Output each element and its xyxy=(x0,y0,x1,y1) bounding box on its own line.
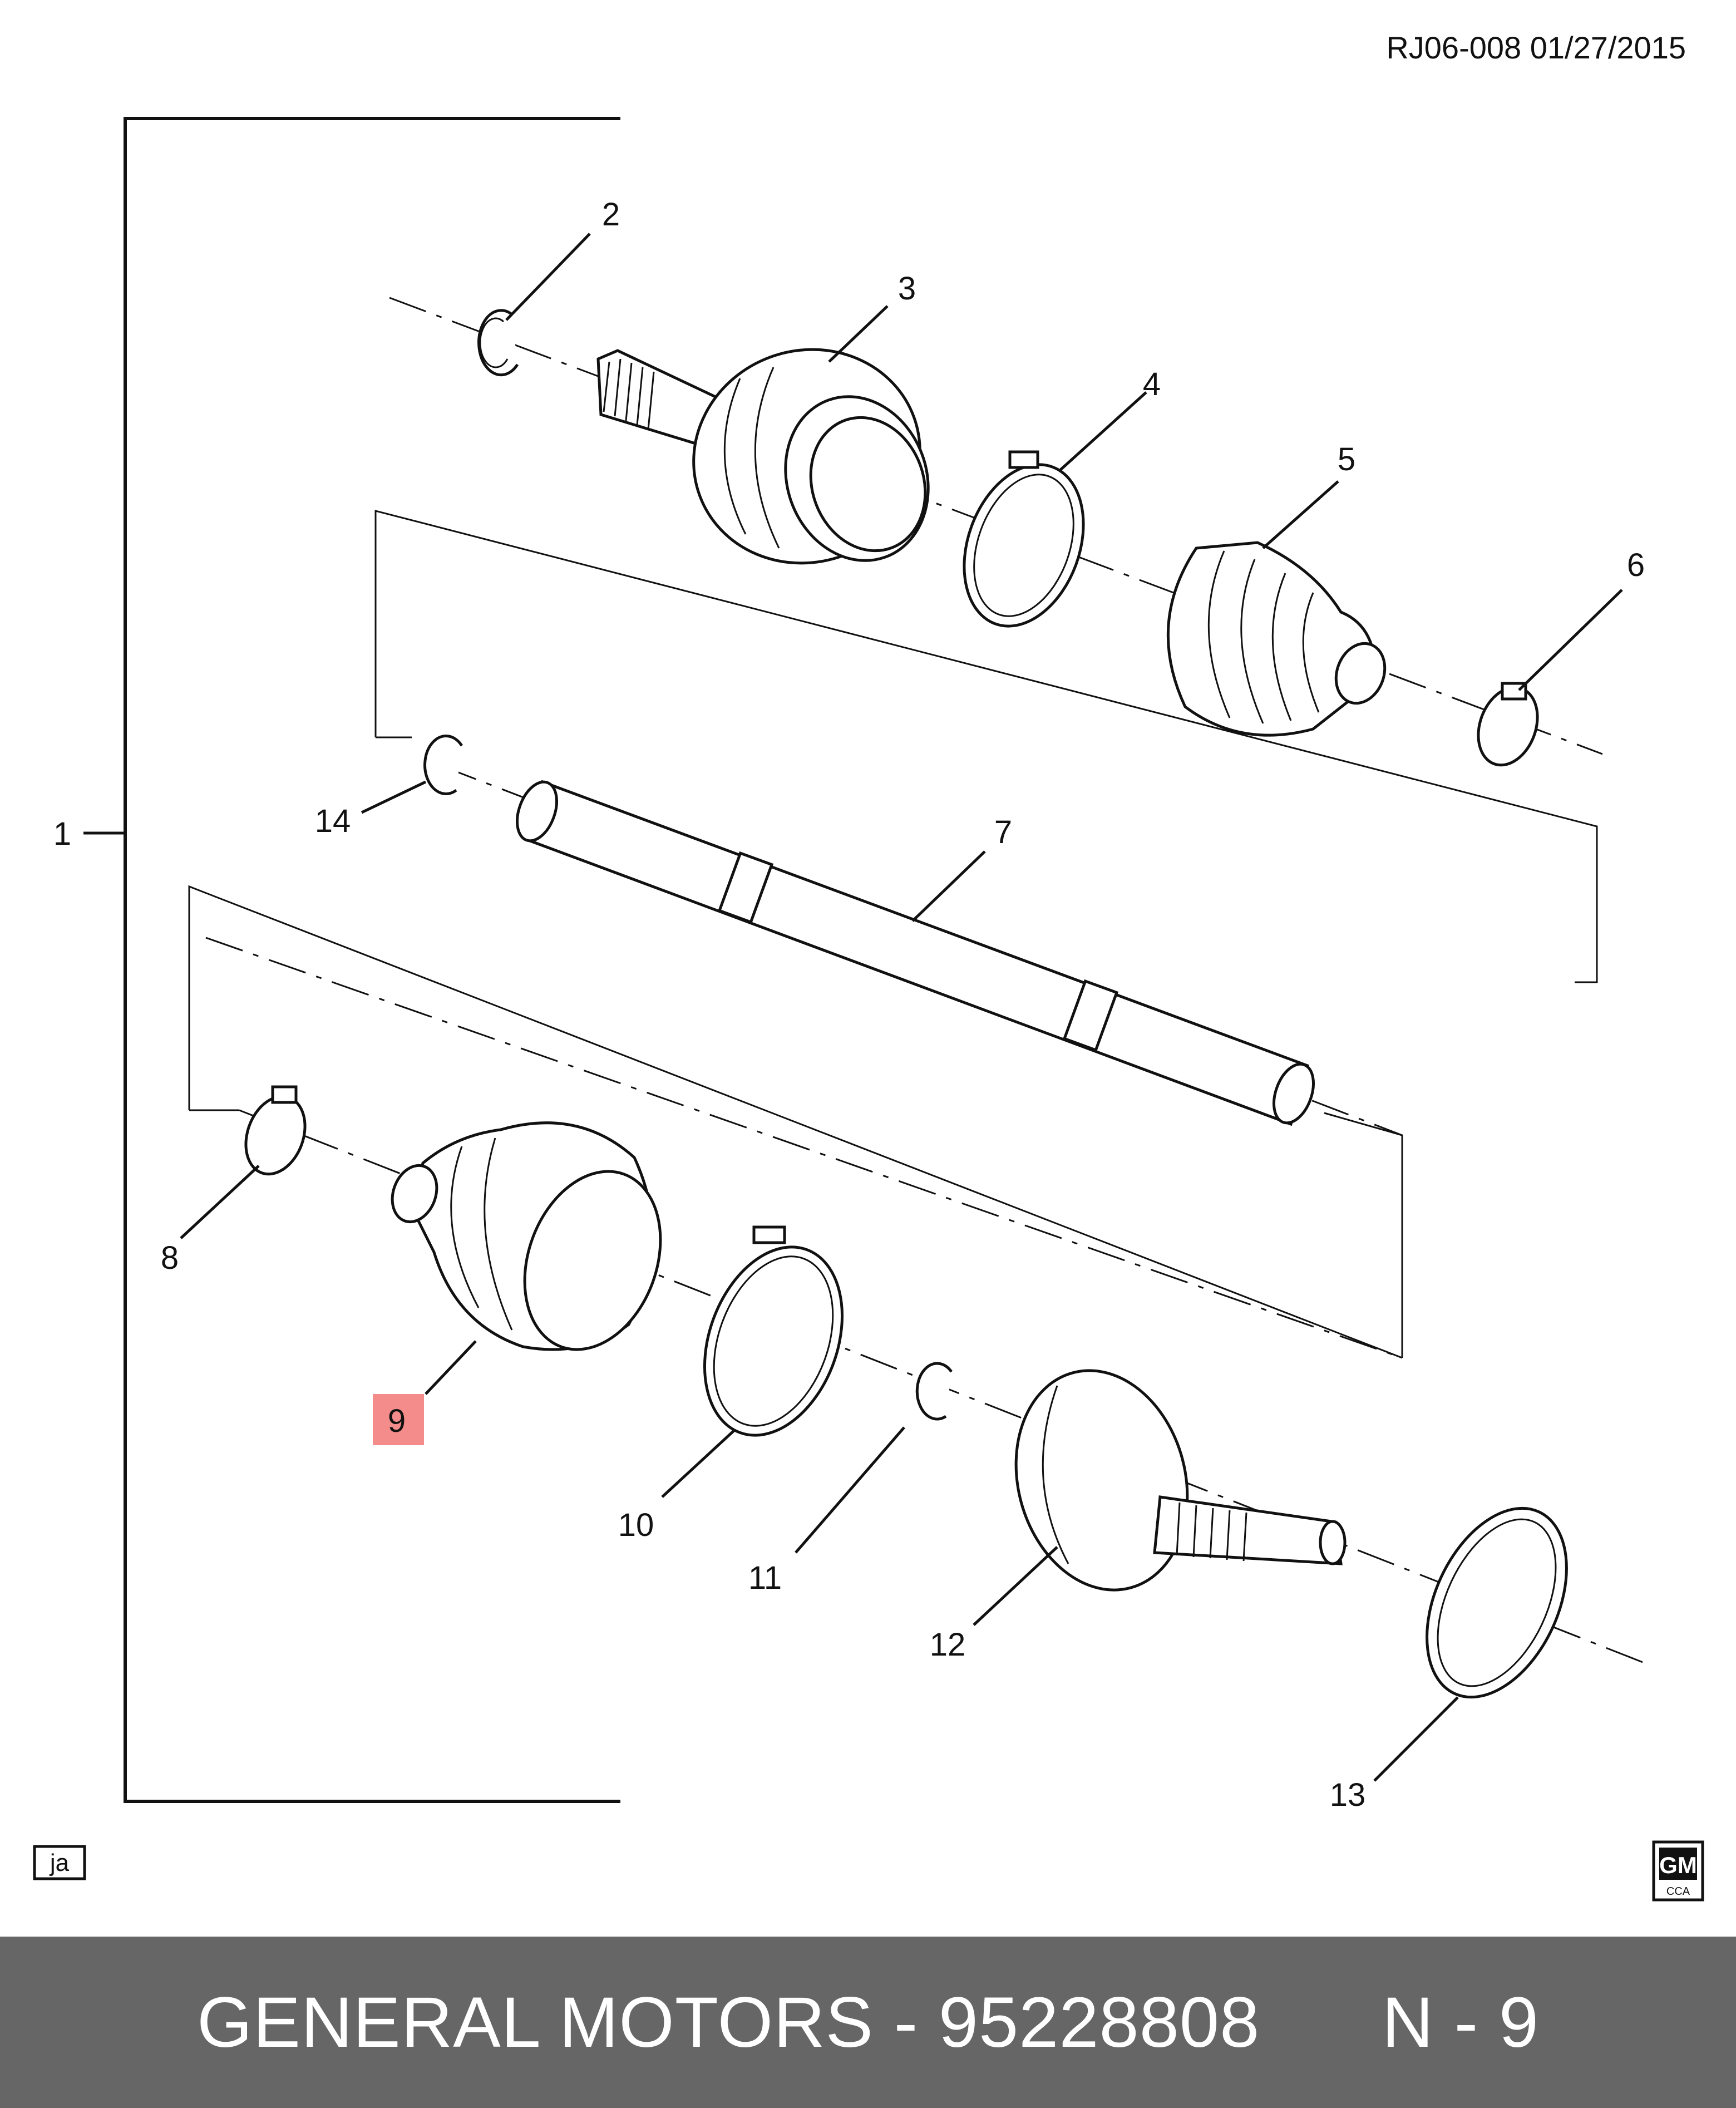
callout-labels: 1 2 3 4 5 6 7 8 9 10 11 12 13 14 xyxy=(53,196,1645,1813)
part-5-inner-boot xyxy=(1166,541,1387,737)
callout-13: 13 xyxy=(1330,1777,1366,1813)
part-2-snap-ring xyxy=(477,309,519,377)
gm-logo: GM CCA xyxy=(1652,1840,1704,1902)
callout-14: 14 xyxy=(315,803,351,839)
callout-6: 6 xyxy=(1627,547,1645,583)
group-frame-upper xyxy=(374,510,1598,983)
part-9-outer-boot xyxy=(391,1121,662,1351)
callout-7: 7 xyxy=(994,814,1012,850)
diagram-code: RJ06-008 01/27/2015 xyxy=(1386,30,1686,65)
callout-12: 12 xyxy=(930,1627,966,1663)
callout-5: 5 xyxy=(1338,441,1355,477)
footer-part-number: GENERAL MOTORS - 95228808 N - 9 xyxy=(197,1982,1539,2062)
gm-logo-text: GM xyxy=(1659,1852,1697,1878)
callout-4: 4 xyxy=(1143,366,1161,402)
part-7-half-shaft xyxy=(516,780,1315,1126)
callout-11: 11 xyxy=(748,1560,782,1596)
callout-10: 10 xyxy=(618,1507,654,1543)
callout-3: 3 xyxy=(898,270,916,307)
leader-lines xyxy=(180,233,1623,1782)
part-12-outer-joint xyxy=(1014,1369,1347,1592)
part-6-small-clamp xyxy=(1477,682,1539,767)
part-8-small-clamp xyxy=(244,1085,307,1176)
assembly-bracket xyxy=(83,117,620,1803)
part-13-seal-ring xyxy=(1426,1506,1568,1699)
part-10-large-clamp xyxy=(703,1225,844,1437)
gm-logo-sub: CCA xyxy=(1666,1885,1690,1898)
part-11-snap-ring xyxy=(915,1362,953,1421)
callout-9-highlighted: 9 xyxy=(388,1403,406,1439)
part-4-large-clamp xyxy=(963,450,1085,628)
callout-8: 8 xyxy=(161,1240,179,1276)
corner-box-text: ja xyxy=(49,1849,70,1876)
footer-bar: GENERAL MOTORS - 95228808 N - 9 xyxy=(0,1937,1736,2108)
part-3-inner-joint xyxy=(596,348,930,565)
callout-1: 1 xyxy=(53,816,71,852)
part-14-snap-ring xyxy=(423,735,463,795)
callout-2: 2 xyxy=(602,196,620,233)
highlight-box xyxy=(373,1394,424,1445)
parts-diagram: RJ06-008 01/27/2015 xyxy=(33,30,1704,1902)
corner-language-box: ja xyxy=(33,1845,86,1880)
